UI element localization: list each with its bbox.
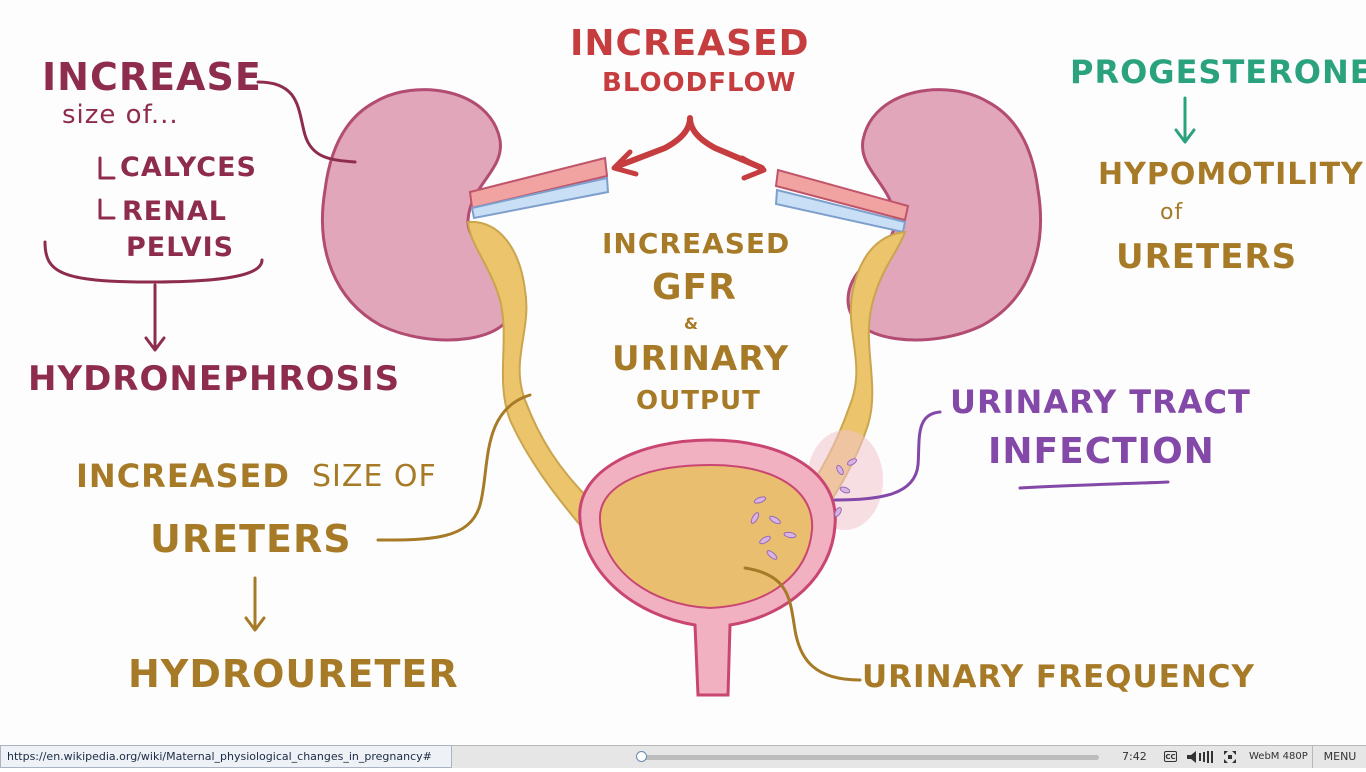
hydroureter-label: Hydroureter: [128, 652, 459, 696]
increase-connector: [256, 80, 357, 164]
increase-heading: Increase: [42, 55, 262, 99]
uti-underline: [1018, 480, 1170, 490]
time-display: 7:42: [1122, 750, 1147, 763]
right-renal-artery: [774, 168, 910, 222]
seek-handle[interactable]: [636, 751, 648, 762]
ureters-size-line1b: size of: [312, 459, 437, 494]
calyces-bracket: [98, 156, 116, 220]
bloodflow-arrow-head-left: [611, 149, 639, 177]
quality-label[interactable]: WebM 480P: [1249, 751, 1308, 762]
hydronephrosis-bracket: [43, 240, 264, 284]
bloodflow-arrow-head-right: [739, 155, 767, 181]
gfr-line5: Output: [636, 386, 761, 416]
gfr-line3: &: [684, 314, 699, 333]
hydronephrosis-label: Hydronephrosis: [28, 359, 401, 399]
video-frame[interactable]: Increase size of... Calyces Renal Pelvis…: [0, 0, 1366, 745]
ureters-size-line1a: Increased: [76, 457, 290, 495]
hydroureter-arrow: [244, 576, 266, 632]
bloodflow-arrows: [615, 115, 765, 171]
calyces-label: Calyces: [120, 152, 258, 183]
gfr-line4: Urinary: [612, 339, 790, 379]
fullscreen-icon[interactable]: [1223, 750, 1237, 772]
progesterone-label: Progesterone: [1070, 53, 1366, 91]
gfr-line1: Increased: [602, 227, 791, 260]
size-of-label: size of...: [62, 100, 179, 130]
right-renal-vein: [774, 188, 907, 234]
seek-bar[interactable]: [636, 751, 1099, 762]
left-ureter: [466, 220, 607, 527]
hypomotility-line3: Ureters: [1116, 237, 1298, 277]
menu-button[interactable]: MENU: [1312, 746, 1366, 768]
uti-line1: Urinary Tract: [950, 383, 1251, 421]
uti-line2: Infection: [988, 431, 1215, 472]
progesterone-arrow: [1174, 96, 1196, 144]
renal-label: Renal: [122, 196, 227, 227]
bacteria: [750, 458, 858, 560]
video-controls: 7:42 CC WebM 480P MENU: [452, 745, 1366, 768]
cc-button[interactable]: CC: [1164, 751, 1177, 762]
pelvis-label: Pelvis: [126, 232, 235, 263]
urinary-frequency-label: Urinary Frequency: [862, 659, 1255, 695]
url-status-bar: https://en.wikipedia.org/wiki/Maternal_p…: [0, 745, 452, 768]
left-renal-artery: [468, 156, 609, 210]
left-renal-vein: [470, 176, 610, 220]
urinary-system-diagram: [43, 80, 1196, 697]
uti-connector: [833, 410, 942, 502]
increased-bloodflow-line1: Increased: [570, 23, 810, 64]
speaker-icon[interactable]: [1186, 750, 1216, 772]
hydronephrosis-arrow: [144, 283, 166, 352]
gfr-line2: GFR: [652, 267, 737, 308]
hypomotility-line1: Hypomotility: [1098, 157, 1364, 192]
hypomotility-line2: of: [1160, 200, 1184, 225]
ureters-size-line2: Ureters: [150, 517, 352, 561]
ureters-connector: [376, 393, 532, 542]
frequency-connector: [743, 566, 862, 682]
right-kidney: [846, 88, 1043, 342]
increased-bloodflow-line2: Bloodflow: [602, 68, 797, 98]
